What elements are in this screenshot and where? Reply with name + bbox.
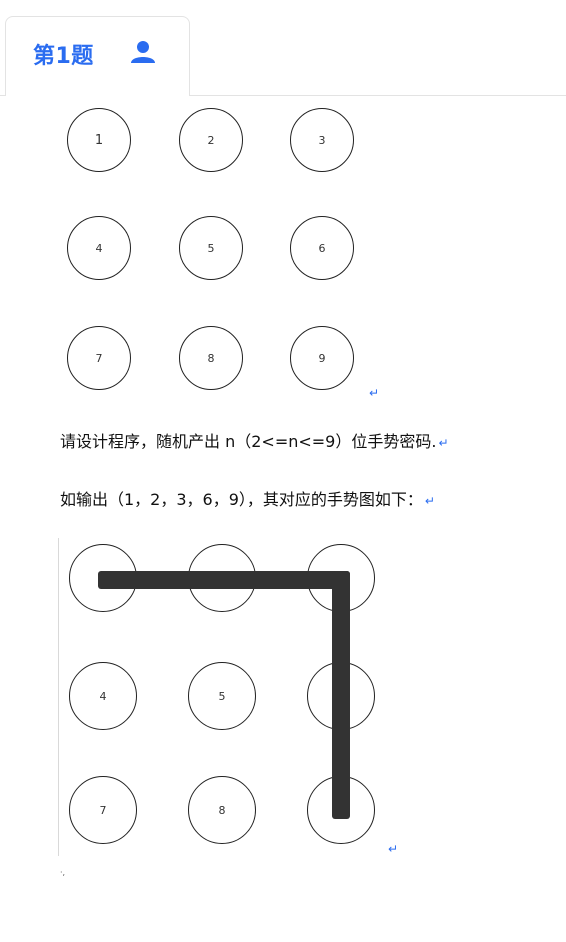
paragraph-mark: ↵ — [438, 436, 449, 450]
paragraph-1: 请设计程序，随机产出 n（2<=n<=9）位手势密码.↵ — [60, 428, 449, 452]
gesture-dot-9: 9 — [290, 326, 354, 390]
paragraph-mark: ↵ — [424, 494, 435, 508]
paragraph-mark: ↵ — [369, 386, 380, 400]
paragraph-2-text: 如输出（1，2，3，6，9），其对应的手势图如下： — [60, 490, 423, 509]
paragraph-2: 如输出（1，2，3，6，9），其对应的手势图如下：↵ — [60, 486, 435, 510]
gesture-dot-2: 2 — [179, 108, 243, 172]
example-dot-7: 7 — [69, 776, 137, 844]
example-dot-8: 8 — [188, 776, 256, 844]
tab-question-1[interactable] — [5, 16, 190, 96]
tab-baseline — [0, 95, 566, 96]
paragraph-mark: ↵ — [388, 842, 399, 856]
gesture-dot-5: 5 — [179, 216, 243, 280]
example-dot-5: 5 — [188, 662, 256, 730]
gesture-dot-7: 7 — [67, 326, 131, 390]
tab-title[interactable]: 第1题 — [33, 44, 94, 69]
gesture-dot-8: 8 — [179, 326, 243, 390]
gesture-dot-6: 6 — [290, 216, 354, 280]
gesture-dot-3: 3 — [290, 108, 354, 172]
paragraph-1-text: 请设计程序，随机产出 n（2<=n<=9）位手势密码. — [60, 432, 437, 451]
gesture-stroke-vertical — [332, 571, 350, 819]
user-icon — [130, 40, 156, 64]
empty-paragraph-mark: ·, — [60, 868, 66, 877]
image-border — [58, 538, 59, 856]
gesture-dot-4: 4 — [67, 216, 131, 280]
gesture-dot-1: 1 — [67, 108, 131, 172]
example-dot-4: 4 — [69, 662, 137, 730]
gesture-stroke-horizontal — [98, 571, 350, 589]
question-tab-bar: 第1题 — [0, 0, 566, 96]
